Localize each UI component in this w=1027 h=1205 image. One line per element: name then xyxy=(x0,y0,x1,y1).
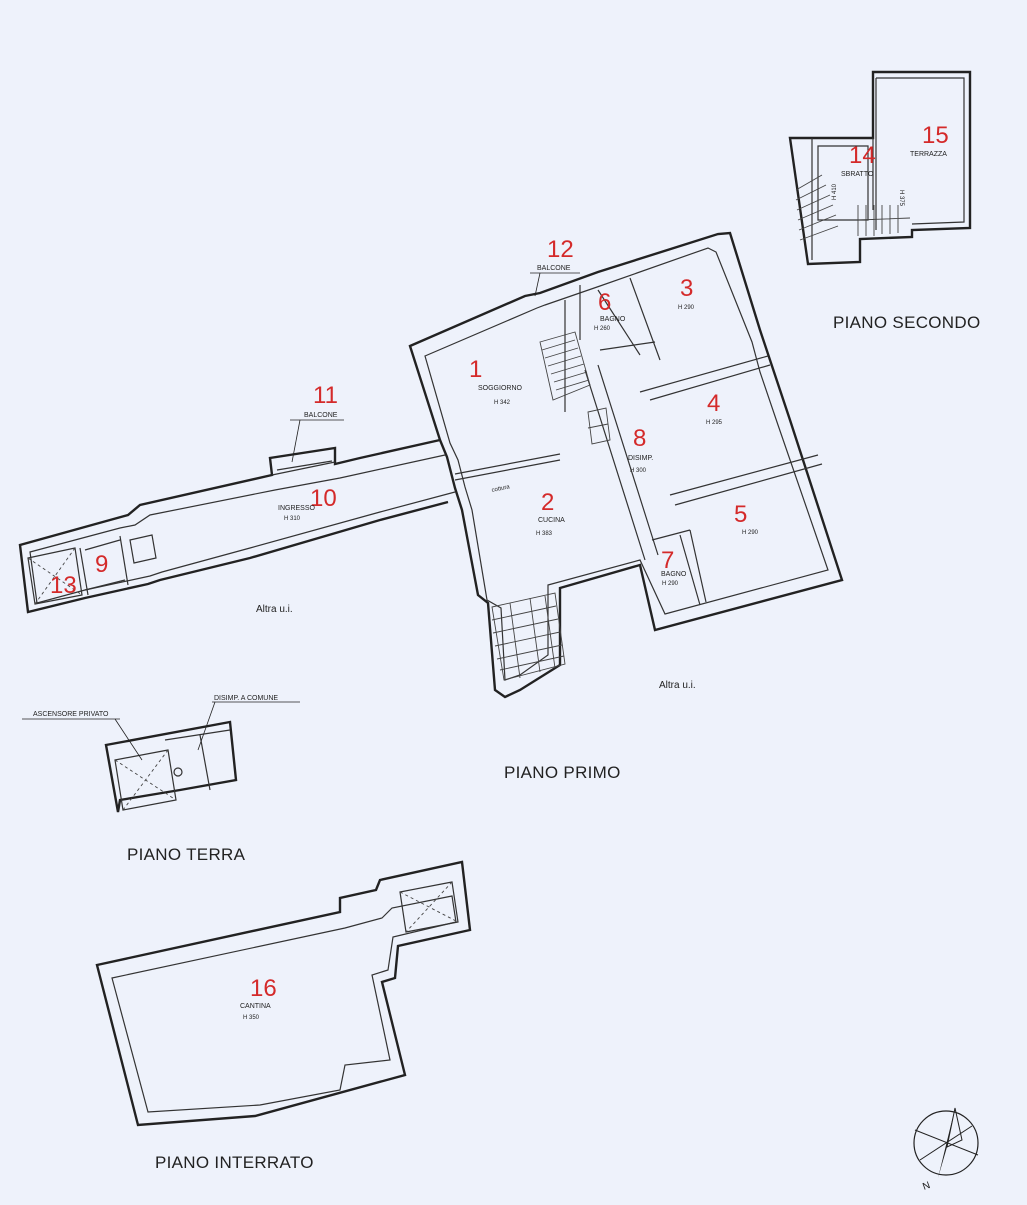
north-arrow-icon: N xyxy=(913,1107,979,1193)
room-9-number: 9 xyxy=(95,551,108,578)
room-15-number: 15 xyxy=(922,122,949,149)
room-7-name: BAGNO xyxy=(661,571,687,578)
altra-ui-left: Altra u.i. xyxy=(256,604,293,615)
room-11-number: 11 xyxy=(313,382,338,409)
piano-terra-plan: ASCENSORE PRIVATO DISIMP. A COMUNE PIANO… xyxy=(22,695,300,864)
altra-ui-right: Altra u.i. xyxy=(659,680,696,691)
room-1-name: SOGGIORNO xyxy=(478,385,523,392)
room-8-height: H 300 xyxy=(630,468,647,474)
room-2-number: 2 xyxy=(541,489,554,516)
room-7-height: H 290 xyxy=(662,581,679,587)
room-15-name: TERRAZZA xyxy=(910,151,947,158)
room-1-number: 1 xyxy=(469,356,482,383)
room-3-height: H 290 xyxy=(678,305,695,311)
piano-terra-title: PIANO TERRA xyxy=(127,845,246,864)
room-14-number: 14 xyxy=(849,142,876,169)
room-8-number: 8 xyxy=(633,425,646,452)
ascensore-privato-label: ASCENSORE PRIVATO xyxy=(33,711,109,718)
piano-secondo-title: PIANO SECONDO xyxy=(833,313,980,332)
room-12-name: BALCONE xyxy=(537,265,571,272)
piano-secondo-plan: H 410 H 375 14 SBRATTO 15 TERRAZZA PIANO… xyxy=(788,70,980,332)
disimp-comune-label: DISIMP. A COMUNE xyxy=(214,695,278,702)
room-10-number: 10 xyxy=(310,485,337,512)
room-6-number: 6 xyxy=(598,289,611,316)
room-2-name: CUCINA xyxy=(538,517,565,524)
room-7-number: 7 xyxy=(661,547,674,574)
room-11-name: BALCONE xyxy=(304,412,338,419)
room-1-height: H 342 xyxy=(494,400,511,406)
room-8-name: DISIMP. xyxy=(628,455,653,462)
room-4-height: H 295 xyxy=(706,420,723,426)
room-5-height: H 290 xyxy=(742,530,759,536)
piano-primo-title: PIANO PRIMO xyxy=(504,763,621,782)
piano-interrato-plan: 16 CANTINA H 350 PIANO INTERRATO xyxy=(95,860,472,1172)
cottura-label: cottura xyxy=(491,484,511,494)
room-4-number: 4 xyxy=(707,390,720,417)
piano-primo-plan: 1 SOGGIORNO H 342 2 CUCINA H 383 cottura… xyxy=(18,231,844,782)
room-16-name: CANTINA xyxy=(240,1003,271,1010)
room-6-name: BAGNO xyxy=(600,316,626,323)
piano-interrato-title: PIANO INTERRATO xyxy=(155,1153,314,1172)
room-16-number: 16 xyxy=(250,975,277,1002)
room-5-number: 5 xyxy=(734,501,747,528)
room-6-height: H 260 xyxy=(594,326,611,332)
room-12-number: 12 xyxy=(547,236,574,263)
room-3-number: 3 xyxy=(680,275,693,302)
room-16-height: H 350 xyxy=(243,1015,260,1021)
room-10-height: H 310 xyxy=(284,516,301,522)
sbratto-height-2: H 375 xyxy=(898,190,904,207)
room-2-height: H 383 xyxy=(536,531,553,537)
room-13-number: 13 xyxy=(50,572,77,599)
room-10-name: INGRESSO xyxy=(278,505,316,512)
sbratto-height-1: H 410 xyxy=(832,183,838,200)
north-label: N xyxy=(921,1180,932,1193)
room-14-name: SBRATTO xyxy=(841,171,874,178)
